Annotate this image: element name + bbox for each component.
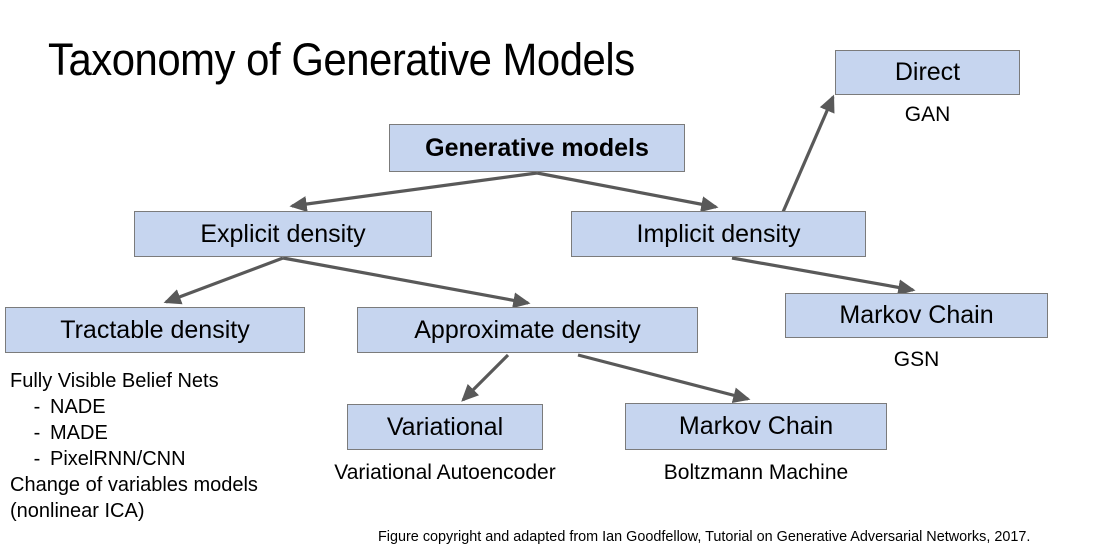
- edge-approximate-to-markov-chain: [577, 353, 751, 404]
- edge-generative-to-implicit: [536, 171, 719, 213]
- node-markov-chain-approx[interactable]: Markov Chain: [625, 403, 887, 450]
- list-extra-line-2: (nonlinear ICA): [10, 500, 145, 522]
- edge-explicit-to-tractable: [163, 256, 284, 305]
- node-direct[interactable]: Direct: [835, 50, 1020, 95]
- bullet-dash-icon: -: [33, 422, 41, 444]
- node-label: Variational: [386, 412, 504, 441]
- node-variational[interactable]: Variational: [347, 404, 543, 450]
- node-approximate-density[interactable]: Approximate density: [357, 307, 698, 353]
- node-label: Markov Chain: [839, 301, 994, 329]
- node-label: Tractable density: [60, 315, 250, 344]
- edge-explicit-to-approximate: [282, 256, 531, 309]
- node-markov-chain-implicit[interactable]: Markov Chain: [785, 293, 1048, 338]
- edge-implicit-to-markov-chain: [731, 256, 916, 296]
- node-label: Generative models: [425, 133, 649, 162]
- figure-credit: Figure copyright and adapted from Ian Go…: [378, 528, 1031, 545]
- node-label: Approximate density: [414, 315, 641, 344]
- bullet-dash-icon: -: [33, 448, 41, 470]
- list-item: -PixelRNN/CNN: [10, 446, 258, 472]
- gsn-caption: GSN: [893, 348, 940, 371]
- node-label: Direct: [894, 58, 961, 86]
- node-label: Markov Chain: [678, 412, 834, 440]
- edge-approximate-to-variational: [461, 353, 510, 402]
- node-label: Implicit density: [636, 219, 801, 248]
- node-tractable-density[interactable]: Tractable density: [5, 307, 305, 353]
- edge-generative-to-explicit: [289, 171, 538, 212]
- list-item: -NADE: [10, 394, 258, 420]
- node-label: Explicit density: [200, 219, 366, 248]
- variational-autoencoder-caption: Variational Autoencoder: [334, 461, 556, 484]
- node-explicit-density[interactable]: Explicit density: [134, 211, 432, 257]
- node-generative-models[interactable]: Generative models: [389, 124, 685, 172]
- page-title: Taxonomy of Generative Models: [48, 34, 635, 85]
- tractable-density-examples: Fully Visible Belief Nets -NADE-MADE-Pix…: [10, 368, 258, 524]
- list-extra-line-1: Change of variables models: [10, 474, 258, 496]
- list-item: -MADE: [10, 420, 258, 446]
- bullet-dash-icon: -: [33, 396, 41, 418]
- node-implicit-density[interactable]: Implicit density: [571, 211, 866, 257]
- list-item-label: MADE: [50, 422, 108, 444]
- list-item-label: NADE: [50, 396, 106, 418]
- list-item-label: PixelRNN/CNN: [50, 448, 186, 470]
- gan-caption: GAN: [904, 103, 951, 126]
- boltzmann-machine-caption: Boltzmann Machine: [663, 461, 849, 484]
- edge-implicit-to-direct: [781, 94, 835, 213]
- list-heading: Fully Visible Belief Nets: [10, 370, 219, 392]
